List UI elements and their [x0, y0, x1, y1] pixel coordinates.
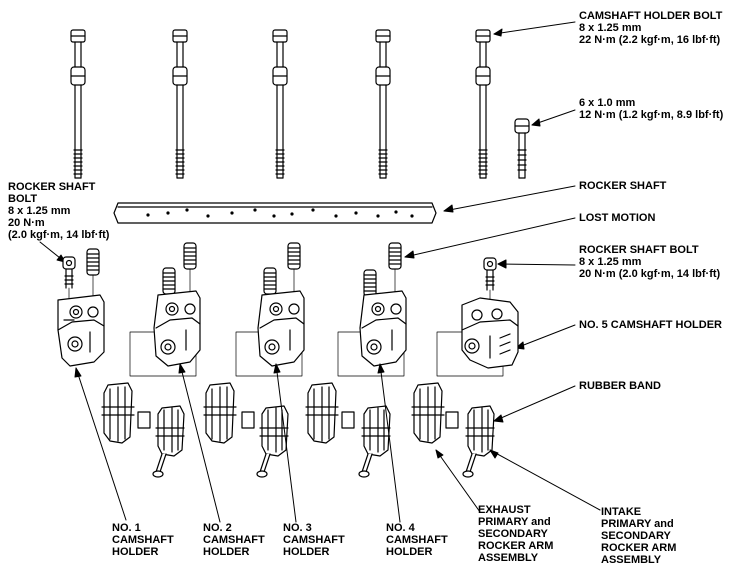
- label-line: HOLDER: [386, 546, 433, 558]
- exhaust-rocker-arm-3: [305, 382, 339, 444]
- camshaft-holder-no1: [57, 294, 105, 367]
- lost-motion-spring: [162, 267, 176, 295]
- small-bolt: [514, 118, 530, 179]
- lost-motion-label: LOST MOTION: [579, 212, 655, 224]
- camshaft-holder-no3: [235, 290, 305, 377]
- lost-motion-spring: [86, 248, 100, 276]
- lost-motion-spring: [183, 242, 197, 270]
- label-line: ASSEMBLY: [601, 554, 662, 566]
- lost-motion-spring: [388, 242, 402, 270]
- camshaft-holder-no2: [129, 290, 201, 377]
- label-line: 8 x 1.25 mm: [579, 22, 642, 34]
- label-line: CAMSHAFT: [203, 534, 265, 546]
- camshaft-holder-bolt: [272, 29, 288, 179]
- no4-holder-label: NO. 4 CAMSHAFT HOLDER: [386, 522, 448, 558]
- label-line: 20 N·m: [8, 217, 45, 229]
- label-line: CAMSHAFT: [283, 534, 345, 546]
- label-line: SECONDARY: [601, 530, 671, 542]
- label-line: NO. 5 CAMSHAFT HOLDER: [579, 319, 722, 331]
- intake-rocker-arm-1: [152, 405, 185, 478]
- lost-motion-spring: [363, 269, 377, 297]
- label-line: 12 N·m (1.2 kgf·m, 8.9 lbf·ft): [579, 109, 724, 121]
- lost-motion-springs: [86, 242, 402, 297]
- intake-rocker-arm-2: [256, 405, 289, 478]
- camshaft-holder-no4: [337, 290, 407, 377]
- label-line: PRIMARY and: [478, 516, 551, 528]
- camshaft-holder-bolt: [172, 29, 188, 179]
- label-line: ASSEMBLY: [478, 552, 539, 564]
- camshaft-holder-bolt: [475, 29, 491, 179]
- lost-motion-spring: [263, 267, 277, 295]
- label-line: INTAKE: [601, 506, 642, 518]
- label-line: EXHAUST: [478, 504, 531, 516]
- intake-rocker-arm-3: [358, 405, 391, 478]
- no5-holder-label: NO. 5 CAMSHAFT HOLDER: [579, 319, 722, 331]
- label-line: HOLDER: [203, 546, 250, 558]
- label-line: (2.0 kgf·m, 14 lbf·ft): [8, 229, 110, 241]
- rocker-shaft-bolt-right-label: ROCKER SHAFT BOLT 8 x 1.25 mm 20 N·m (2.…: [579, 244, 720, 280]
- no2-holder-label: NO. 2 CAMSHAFT HOLDER: [203, 522, 265, 558]
- no1-holder-label: NO. 1 CAMSHAFT HOLDER: [112, 522, 174, 558]
- label-line: 8 x 1.25 mm: [8, 205, 71, 217]
- camshaft-holder-bolt: [375, 29, 391, 179]
- label-line: NO. 2: [203, 522, 232, 534]
- no3-holder-label: NO. 3 CAMSHAFT HOLDER: [283, 522, 345, 558]
- camshaft-holder-bolts: [70, 29, 491, 179]
- camshaft-holder-bolt-label: CAMSHAFT HOLDER BOLT 8 x 1.25 mm 22 N·m …: [579, 10, 722, 46]
- label-line: NO. 4: [386, 522, 415, 534]
- small-bolt-label: 6 x 1.0 mm 12 N·m (1.2 kgf·m, 8.9 lbf·ft…: [579, 97, 723, 121]
- leader-lines: [39, 21, 576, 423]
- label-line: BOLT: [8, 193, 38, 205]
- camshaft-holder-bolt: [70, 29, 86, 179]
- label-line: CAMSHAFT: [112, 534, 174, 546]
- label-line: 20 N·m (2.0 kgf·m, 14 lbf·ft): [579, 268, 721, 280]
- label-line: 22 N·m (2.2 kgf·m, 16 lbf·ft): [579, 34, 721, 46]
- label-line: NO. 3: [283, 522, 312, 534]
- label-line: ROCKER SHAFT: [579, 180, 667, 192]
- rocker-shaft: [113, 202, 437, 224]
- label-line: ROCKER ARM: [601, 542, 677, 554]
- label-line: ROCKER SHAFT BOLT: [579, 244, 699, 256]
- spacers: [137, 411, 459, 429]
- label-line: ROCKER ARM: [478, 540, 554, 552]
- label-line: PRIMARY and: [601, 518, 674, 530]
- intake-rocker-arm-label: INTAKE PRIMARY and SECONDARY ROCKER ARM …: [601, 506, 676, 566]
- exhaust-rocker-arm-label: EXHAUST PRIMARY and SECONDARY ROCKER ARM…: [478, 504, 553, 564]
- rocker-arm-assemblies: [101, 382, 495, 478]
- rocker-shaft-bolt-right: [483, 257, 497, 291]
- label-line: 8 x 1.25 mm: [579, 256, 642, 268]
- rocker-shaft-label: ROCKER SHAFT: [579, 180, 666, 192]
- label-line: HOLDER: [112, 546, 159, 558]
- label-line: LOST MOTION: [579, 212, 656, 224]
- label-line: RUBBER BAND: [579, 380, 661, 392]
- label-line: ROCKER SHAFT: [8, 181, 96, 193]
- label-line: 6 x 1.0 mm: [579, 97, 636, 109]
- exhaust-rocker-arm-4: [411, 382, 445, 444]
- lost-motion-spring: [287, 242, 301, 270]
- exhaust-rocker-arm-2: [203, 382, 237, 444]
- label-line: NO. 1: [112, 522, 141, 534]
- rocker-shaft-bolt-left: [62, 256, 76, 289]
- rocker-shaft-bolt-left-label: ROCKER SHAFT BOLT 8 x 1.25 mm 20 N·m (2.…: [8, 181, 109, 241]
- rubber-band-label: RUBBER BAND: [579, 380, 661, 392]
- label-line: CAMSHAFT: [386, 534, 448, 546]
- intake-rocker-arm-4: [462, 405, 495, 478]
- label-line: SECONDARY: [478, 528, 548, 540]
- label-line: HOLDER: [283, 546, 330, 558]
- exhaust-rocker-arm-1: [101, 382, 135, 444]
- camshaft-holder-no5: [436, 297, 519, 377]
- bottom-leaders: [74, 363, 601, 523]
- label-line: CAMSHAFT HOLDER BOLT: [579, 10, 723, 22]
